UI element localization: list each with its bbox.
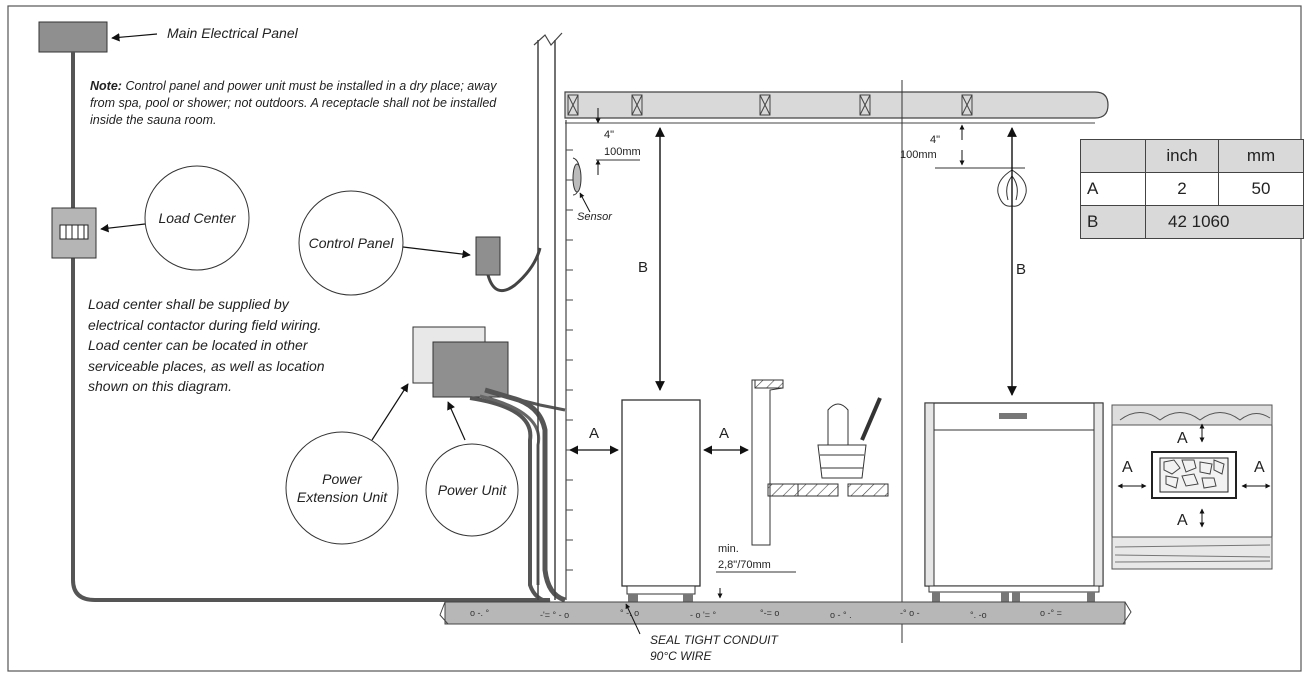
dim-100mm-right: 100mm xyxy=(900,149,937,161)
dim-4in-left: 4" xyxy=(604,129,614,141)
power-unit-bubble xyxy=(425,443,519,537)
note-body: Control panel and power unit must be ins… xyxy=(90,79,497,127)
table-cell: 2 xyxy=(1145,172,1219,206)
sensor-label: Sensor xyxy=(577,211,613,223)
dim-100mm-left: 100mm xyxy=(604,146,641,158)
table-cell: 50 xyxy=(1218,172,1304,206)
min-value: 2,8"/70mm xyxy=(718,559,771,571)
table-header-cell xyxy=(1080,139,1146,173)
load-center-note: Load center shall be supplied by electri… xyxy=(88,296,325,394)
svg-text:- o '= °: - o '= ° xyxy=(690,610,716,620)
a-heater-label: A xyxy=(719,425,729,442)
b-left-label: B xyxy=(638,259,648,276)
note-title: Note: xyxy=(90,79,122,93)
power-extension-bubble xyxy=(285,431,399,545)
a-top-view-right-label: A xyxy=(1254,459,1265,476)
control-panel-label: Control Panel xyxy=(309,235,395,251)
table-cell: 42 1060 xyxy=(1145,205,1304,239)
power-extension-label-2: Extension Unit xyxy=(297,489,388,505)
heater-side-view xyxy=(621,399,701,587)
conduit-label-2: 90°C WIRE xyxy=(650,649,712,663)
svg-text:o -° =: o -° = xyxy=(1040,608,1062,618)
control-panel-bubble xyxy=(298,190,404,296)
power-extension-label-1: Power xyxy=(322,471,363,487)
table-cell: A xyxy=(1080,172,1146,206)
load-center-label: Load Center xyxy=(158,210,236,226)
a-top-label: A xyxy=(1177,430,1188,447)
svg-text:-° o -: -° o - xyxy=(900,608,920,618)
table-row: B 42 1060 xyxy=(1080,205,1304,239)
svg-text:°. -o: °. -o xyxy=(970,610,987,620)
power-unit-box xyxy=(432,341,509,398)
heater-front-view xyxy=(924,402,1104,587)
power-unit-label: Power Unit xyxy=(438,482,508,498)
load-center-bubble xyxy=(144,165,250,271)
table-cell: B xyxy=(1080,205,1146,239)
min-label: min. xyxy=(718,543,739,555)
table-header-cell: mm xyxy=(1218,139,1304,173)
main-electrical-panel xyxy=(38,21,108,53)
installation-note: Note: Control panel and power unit must … xyxy=(90,78,520,129)
dim-4in-right: 4" xyxy=(930,134,940,146)
svg-text:° -. o: ° -. o xyxy=(620,608,639,618)
a-bottom-label: A xyxy=(1177,512,1188,529)
control-panel-box xyxy=(475,236,501,276)
a-wall-label: A xyxy=(589,425,599,442)
floor xyxy=(444,601,1126,625)
a-top-view-left-label: A xyxy=(1122,459,1133,476)
table-header-row: inch mm xyxy=(1080,139,1304,173)
main-panel-label: Main Electrical Panel xyxy=(167,25,299,41)
svg-text:°-= o: °-= o xyxy=(760,608,779,618)
svg-text:o - ° .: o - ° . xyxy=(830,610,852,620)
svg-text:-'= ° - o: -'= ° - o xyxy=(540,610,569,620)
svg-text:o -. °: o -. ° xyxy=(470,608,490,618)
table-header-cell: inch xyxy=(1145,139,1219,173)
table-row: A 2 50 xyxy=(1080,172,1304,206)
conduit-label-1: SEAL TIGHT CONDUIT xyxy=(650,633,779,647)
b-right-label: B xyxy=(1016,261,1026,278)
dimension-table: inch mm A 2 50 B 42 1060 xyxy=(1080,139,1304,239)
